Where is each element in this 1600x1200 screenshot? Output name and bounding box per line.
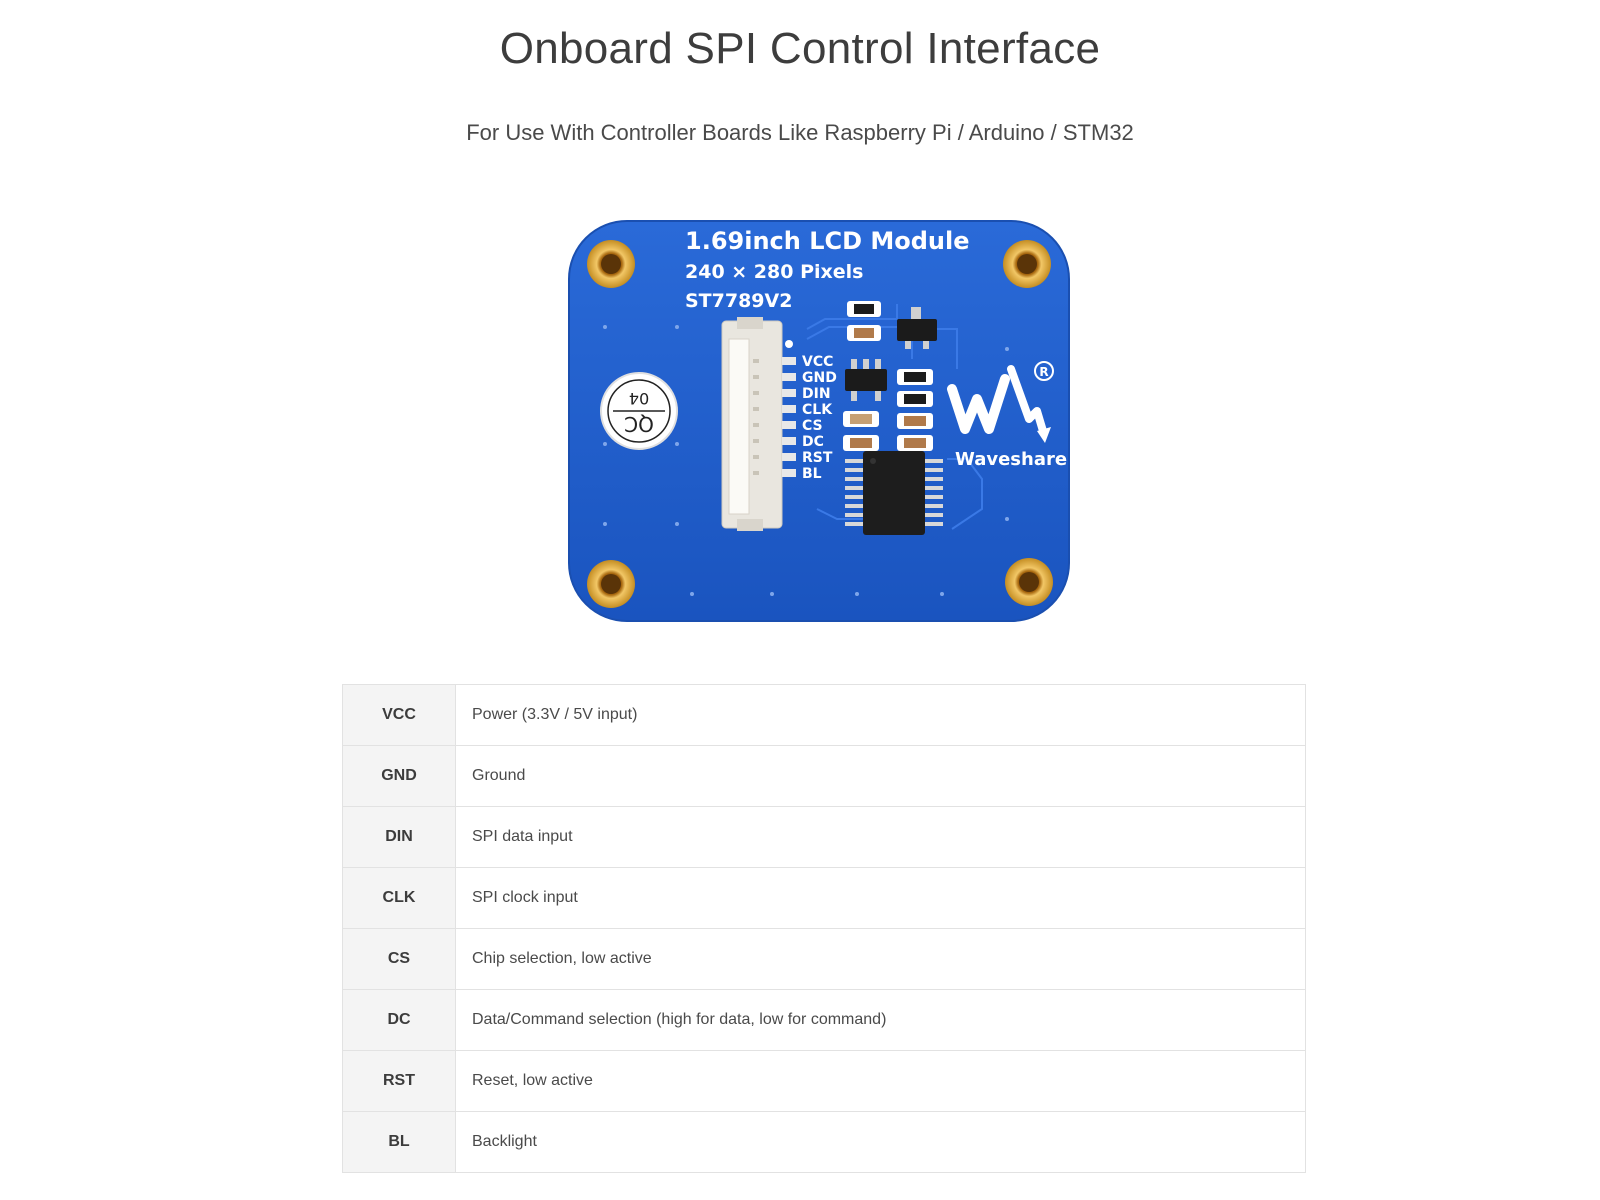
connector-pin-label: BL [802,466,822,482]
page-title: Onboard SPI Control Interface [499,24,1101,73]
pin-name-cell: GND [342,745,456,807]
connector-pin-label: GND [802,370,837,386]
connector-pin-label: DC [802,434,824,450]
pin-description-cell: Power (3.3V / 5V input) [455,684,1306,746]
pin-description-cell: Reset, low active [455,1050,1306,1112]
lcd-module-board-image: 1.69inch LCD Module 240 × 280 Pixels ST7… [567,219,1072,624]
qc-number: 04 [629,389,649,408]
table-row: BL Backlight [342,1111,1306,1173]
table-row: GND Ground [342,745,1306,807]
qc-label: QC [624,412,654,436]
board-resolution: 240 × 280 Pixels [685,261,864,283]
pin-description-cell: SPI data input [455,806,1306,868]
connector-pin-label: DIN [802,386,831,402]
table-row: VCC Power (3.3V / 5V input) [342,684,1306,746]
table-row: DC Data/Command selection (high for data… [342,989,1306,1051]
fpc-connector [721,317,796,531]
driver-ic-chip [845,451,943,535]
pin-name-cell: RST [342,1050,456,1112]
table-row: RST Reset, low active [342,1050,1306,1112]
pin-name-cell: DC [342,989,456,1051]
pin-name-cell: CLK [342,867,456,929]
svg-text:R: R [1039,365,1048,379]
pin-description-cell: Ground [455,745,1306,807]
pin-description-table: VCC Power (3.3V / 5V input) GND Ground D… [342,684,1306,1173]
brand-name: Waveshare [955,449,1067,470]
connector-pin-label: RST [802,450,833,466]
pin-description-cell: Chip selection, low active [455,928,1306,990]
smd-components [843,301,937,451]
pin-name-cell: CS [342,928,456,990]
pin-name-cell: DIN [342,806,456,868]
table-row: CLK SPI clock input [342,867,1306,929]
connector-pin-label: CS [802,418,823,434]
pin-name-cell: BL [342,1111,456,1173]
waveshare-logo-icon: R [947,361,1054,443]
qc-sticker: QC 04 [600,372,678,450]
pin-description-cell: Data/Command selection (high for data, l… [455,989,1306,1051]
board-driver: ST7789V2 [685,290,792,312]
page-subtitle: For Use With Controller Boards Like Rasp… [466,120,1134,145]
board-heading: 1.69inch LCD Module [685,227,970,255]
table-row: CS Chip selection, low active [342,928,1306,990]
pin-description-cell: SPI clock input [455,867,1306,929]
pin-description-cell: Backlight [455,1111,1306,1173]
table-row: DIN SPI data input [342,806,1306,868]
connector-pin-label: CLK [802,402,833,418]
connector-pin-label: VCC [802,354,833,370]
pin-name-cell: VCC [342,684,456,746]
pcb-board [568,220,1070,622]
